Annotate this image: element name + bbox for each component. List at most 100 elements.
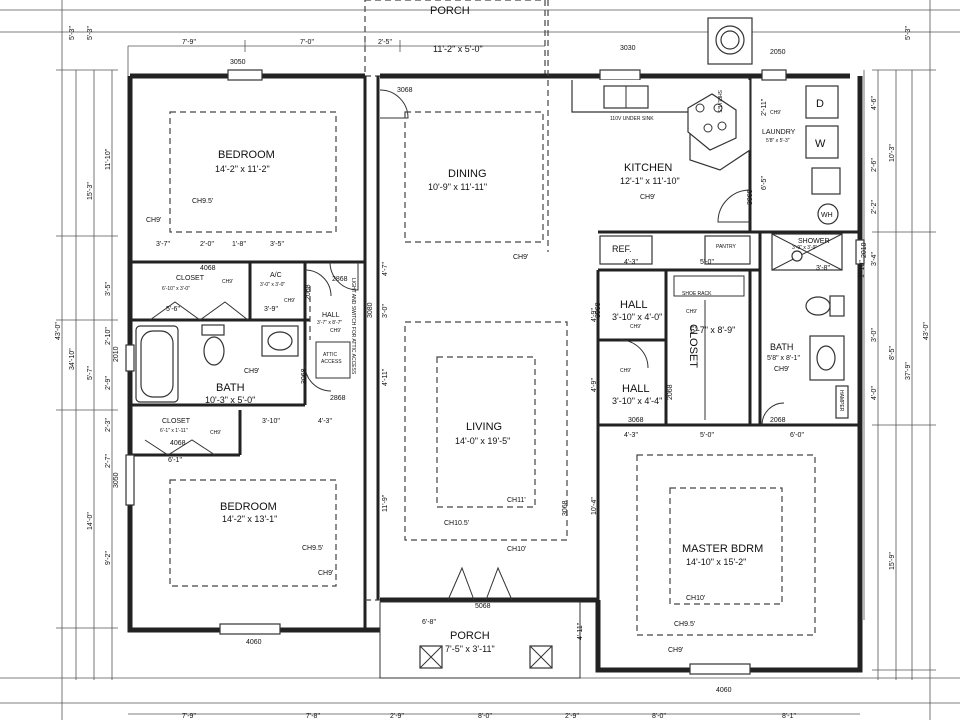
ceiling-height: CH9' bbox=[686, 309, 697, 315]
ceiling-height: CH9' bbox=[284, 298, 295, 304]
dim-label: 43'-0" bbox=[55, 322, 62, 340]
dim-label: 5'-0" bbox=[700, 432, 714, 439]
room-label: SHOWER bbox=[798, 238, 830, 245]
dim-label: 2'-9" bbox=[105, 376, 112, 390]
dim-label: 3'-5" bbox=[105, 282, 112, 296]
room-label: LIVING bbox=[466, 421, 502, 433]
room-label: CLOSET bbox=[162, 418, 191, 425]
room-label: PORCH bbox=[430, 5, 470, 17]
room-size: 10'-3" x 5'-0" bbox=[205, 395, 255, 405]
dim-label: 9'-2" bbox=[105, 551, 112, 565]
dim-label: 3'-0" bbox=[871, 328, 878, 342]
ceiling-height: CH9.5' bbox=[674, 621, 695, 628]
dim-label: 2'-0" bbox=[200, 241, 214, 248]
dim-label: 7'-9" bbox=[182, 39, 196, 46]
attic-label: ACCESS bbox=[321, 359, 342, 365]
room-label: MASTER BDRM bbox=[682, 543, 763, 555]
dim-label: 4'-3" bbox=[624, 432, 638, 439]
laundry-fixtures: D W WH bbox=[805, 85, 841, 225]
ceiling-height: CH10' bbox=[507, 546, 526, 553]
dim-label: 5'-7" bbox=[87, 366, 94, 380]
room-label: HALL bbox=[322, 312, 340, 319]
dim-label: 2'-3" bbox=[105, 418, 112, 432]
sink-note: 110V UNDER SINK bbox=[610, 116, 654, 122]
ceiling-height: CH9' bbox=[318, 570, 333, 577]
door-code: 3068 bbox=[628, 417, 644, 424]
room-size: 5'8" x 5'-3" bbox=[766, 138, 790, 144]
ceiling-height: CH10' bbox=[686, 595, 705, 602]
room-size: 3'-0" x 3'-0" bbox=[260, 282, 285, 288]
dim-label: 2'-7" bbox=[105, 454, 112, 468]
dim-label: 1'-10" bbox=[859, 260, 866, 278]
ceiling-height: CH9' bbox=[513, 254, 528, 261]
dim-label: 11'-10" bbox=[105, 148, 112, 170]
door-code: 4068 bbox=[200, 265, 216, 272]
pantry-label: PANTRY bbox=[716, 244, 736, 250]
dim-label: 10'-4" bbox=[591, 497, 598, 515]
exterior-unit bbox=[707, 17, 753, 65]
dim-label: 4'-7" bbox=[382, 262, 389, 276]
dim-label: 1'-8" bbox=[232, 241, 246, 248]
ceiling-height: CH9' bbox=[640, 194, 655, 201]
shelves-label: SHELVES bbox=[716, 90, 722, 113]
washer-icon bbox=[805, 125, 839, 159]
dim-label: 2'-10" bbox=[105, 327, 112, 345]
door-code: 3068 bbox=[301, 368, 308, 384]
dim-label: 11'-9" bbox=[382, 494, 389, 512]
room-size: 10'-9" x 11'-11" bbox=[428, 182, 487, 192]
dim-label: 10'-3" bbox=[889, 144, 896, 162]
room-size: 14'-10" x 15'-2" bbox=[686, 557, 746, 567]
window-code: 2010 bbox=[113, 346, 120, 362]
dimension-text: 7'-9" 7'-0" 2'-5" 7'-9" 7'-8" 2'-9" 8'-0… bbox=[55, 26, 930, 720]
door-code: 2068 bbox=[667, 384, 674, 400]
ceiling-height: CH11' bbox=[507, 497, 526, 504]
room-size: 14'-0" x 19'-5" bbox=[455, 436, 510, 446]
window-code: 3050 bbox=[230, 59, 246, 66]
ceiling-height: CH9.5' bbox=[192, 198, 213, 205]
dim-label: 5'-3" bbox=[87, 26, 94, 40]
interior-walls bbox=[130, 76, 860, 630]
ceiling-height: CH9' bbox=[210, 430, 221, 436]
door-code: 5068 bbox=[475, 603, 491, 610]
water-heater-label: WH bbox=[821, 212, 833, 219]
dim-label: 37'-9" bbox=[905, 362, 912, 380]
refrigerator-icon bbox=[599, 235, 653, 265]
dim-label: 3'-10" bbox=[262, 418, 280, 425]
ceiling-height: CH9' bbox=[620, 368, 631, 374]
door-code: 2068 bbox=[305, 284, 312, 300]
dim-label: 4'-3" bbox=[624, 259, 638, 266]
dim-label: 5'-3" bbox=[905, 26, 912, 40]
porch-bottom: PORCH 7'-5" x 3'-11" bbox=[379, 601, 581, 679]
room-label: BEDROOM bbox=[218, 149, 275, 161]
washer-label: W bbox=[815, 138, 826, 150]
dim-label: 34'-10" bbox=[69, 348, 76, 370]
ceiling-outlines bbox=[169, 0, 816, 636]
dim-label: 6'-1" bbox=[168, 457, 182, 464]
dim-label: 4'-11" bbox=[382, 368, 389, 386]
room-size: 3'-10" x 4'-4" bbox=[612, 396, 662, 406]
dim-label: 43'-0" bbox=[923, 322, 930, 340]
room-label: A/C bbox=[270, 272, 282, 279]
hamper-label: HAMPER bbox=[838, 390, 844, 412]
attic-label: ATTIC bbox=[323, 352, 337, 358]
room-size: 14'-2" x 13'-1" bbox=[222, 514, 277, 524]
dim-label: 4'-6" bbox=[871, 96, 878, 110]
ref-label: REF. bbox=[612, 244, 632, 254]
shoe-rack-label: SHOE RACK bbox=[682, 291, 712, 297]
ceiling-height: CH9' bbox=[630, 324, 641, 330]
dim-label: 7'-9" bbox=[182, 713, 196, 720]
door-code: 3080 bbox=[367, 302, 374, 318]
water-heater-icon bbox=[817, 203, 839, 225]
dim-label: 5'-0" bbox=[700, 259, 714, 266]
door-code: 3068 bbox=[595, 302, 602, 318]
room-size: 7'-5" x 3'-11" bbox=[445, 644, 495, 654]
dim-label: 3'-5" bbox=[270, 241, 284, 248]
room-size: 3'-7" x 8'-7" bbox=[317, 320, 342, 326]
toilet-icon bbox=[203, 336, 225, 366]
dim-label: 15'-9" bbox=[889, 552, 896, 570]
dim-label: 2'-2" bbox=[871, 200, 878, 214]
door-code: 3068 bbox=[747, 189, 754, 205]
doors: 3068 3068 2868 2068 2868 3068 4068 4068 … bbox=[144, 87, 786, 610]
